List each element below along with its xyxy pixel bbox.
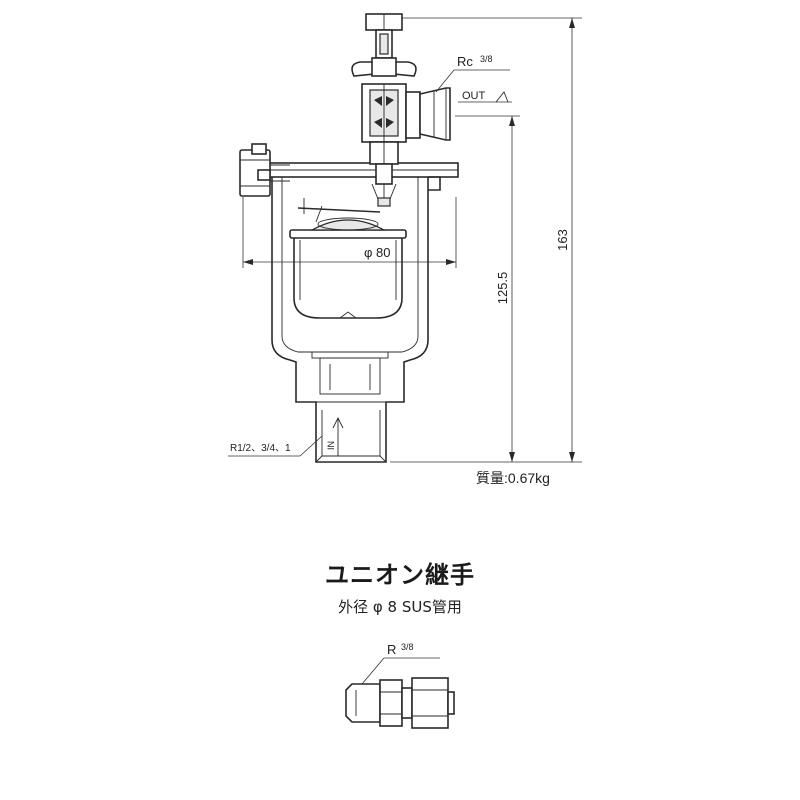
dimension-125-5: 125.5 (455, 115, 520, 462)
thread-text: R1/2、3/4、1 (230, 443, 291, 454)
out-text: OUT (462, 90, 486, 102)
fitting-subtitle: 外径 φ 8 SUS管用 (338, 598, 462, 616)
fitting-r-size: 3/8 (401, 642, 414, 652)
fitting-title: ユニオン継手 (325, 561, 475, 589)
top-valve (351, 13, 451, 207)
dimension-163: 163 (390, 17, 582, 463)
float-bowl (289, 198, 407, 319)
right-boss (428, 176, 441, 191)
valve-body: IN (264, 162, 459, 463)
dimension-125-5-label: 125.5 (495, 272, 510, 305)
dimension-phi80: φ 80 (242, 197, 457, 268)
dimension-163-label: 163 (555, 229, 570, 251)
side-port (239, 143, 290, 197)
in-label: IN (326, 441, 336, 450)
rc-size-text: 3/8 (480, 54, 493, 64)
out-label: OUT (458, 90, 512, 103)
rc-label: Rc 3/8 (435, 54, 510, 93)
fitting-r-text: R (387, 642, 396, 657)
mass-label: 質量:0.67kg (476, 470, 550, 486)
union-fitting: R 3/8 (345, 642, 455, 729)
thread-label: R1/2、3/4、1 (228, 435, 323, 457)
rc-text: Rc (457, 54, 473, 69)
dimension-phi80-label: φ 80 (364, 245, 391, 260)
